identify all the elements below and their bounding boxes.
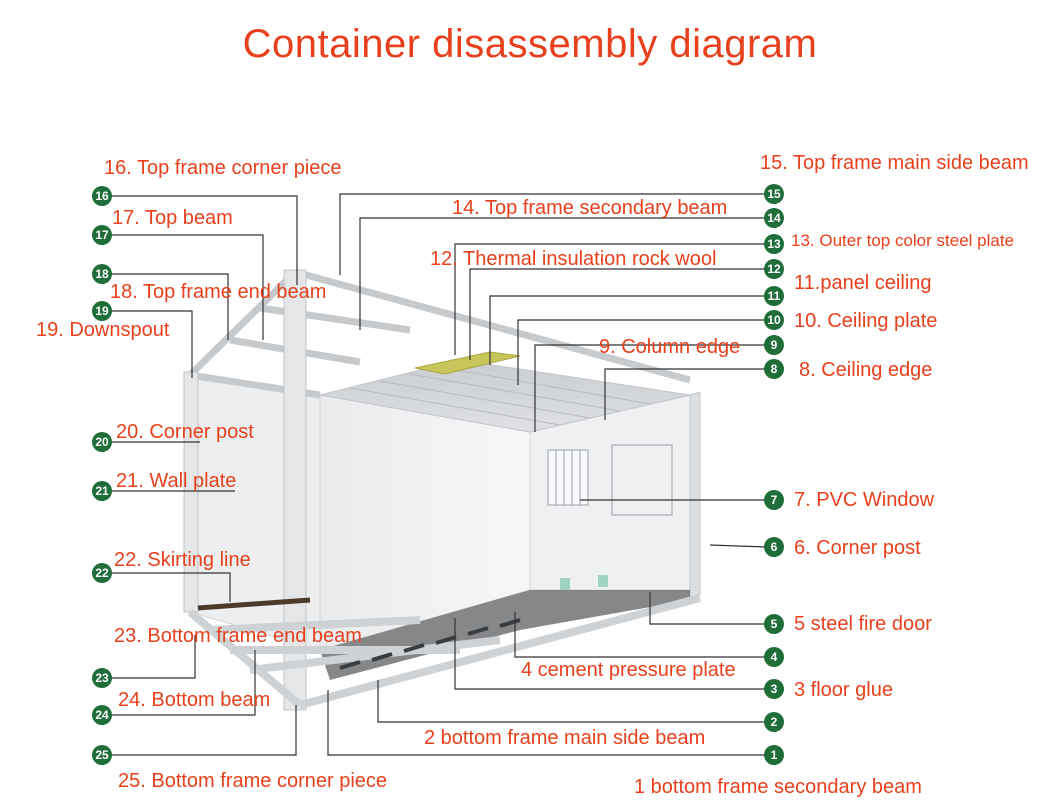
badge-4: 4 xyxy=(764,647,784,667)
label-top-frame-end-beam: 18. Top frame end beam xyxy=(110,281,327,303)
label-pvc-window: 7. PVC Window xyxy=(794,489,935,511)
right-side-panel xyxy=(689,391,701,599)
rock-wool xyxy=(414,351,521,375)
badge-20: 20 xyxy=(92,432,112,452)
badge-2: 2 xyxy=(764,712,784,732)
badge-14: 14 xyxy=(764,208,784,228)
label-top-frame-secondary-beam: 14. Top frame secondary beam xyxy=(452,197,728,219)
label-skirting-line: 22. Skirting line xyxy=(114,549,251,571)
label-ceiling-plate: 10. Ceiling plate xyxy=(794,310,938,332)
badge-3: 3 xyxy=(764,679,784,699)
label-bottom-beam: 24. Bottom beam xyxy=(118,689,271,711)
badge-21: 21 xyxy=(92,481,112,501)
badge-17: 17 xyxy=(92,225,112,245)
badge-7: 7 xyxy=(764,490,784,510)
badge-1: 1 xyxy=(764,745,784,765)
label-top-frame-main-side-beam: 15. Top frame main side beam xyxy=(760,152,1029,174)
label-corner-post-right: 6. Corner post xyxy=(794,537,921,559)
badge-10: 10 xyxy=(764,310,784,330)
label-top-beam: 17. Top beam xyxy=(112,207,233,229)
badge-6: 6 xyxy=(764,537,784,557)
badge-11: 11 xyxy=(764,286,784,306)
ceiling-ribs xyxy=(349,366,651,426)
floor-glue xyxy=(320,590,690,680)
label-bottom-frame-end-beam: 23. Bottom frame end beam xyxy=(114,625,362,647)
badge-16: 16 xyxy=(92,186,112,206)
badge-18: 18 xyxy=(92,264,112,284)
diagram-title: Container disassembly diagram xyxy=(242,22,818,66)
label-floor-glue: 3 floor glue xyxy=(794,679,893,701)
label-ceiling-edge: 8. Ceiling edge xyxy=(799,359,933,381)
skirting-line xyxy=(197,597,311,611)
badge-5: 5 xyxy=(764,614,784,634)
badge-19: 19 xyxy=(92,301,112,321)
badge-22: 22 xyxy=(92,563,112,583)
badge-9: 9 xyxy=(764,335,784,355)
label-bottom-frame-main-side-beam: 2 bottom frame main side beam xyxy=(424,727,706,749)
badge-15: 15 xyxy=(764,184,784,204)
door-marker xyxy=(598,575,608,587)
bottom-frame xyxy=(187,594,702,709)
label-steel-fire-door: 5 steel fire door xyxy=(794,613,932,635)
label-bottom-frame-secondary-beam: 1 bottom frame secondary beam xyxy=(634,776,922,798)
floor-joists xyxy=(339,618,521,670)
door-marker xyxy=(560,578,570,590)
badge-12: 12 xyxy=(764,259,784,279)
label-panel-ceiling: 11.panel ceiling xyxy=(794,272,932,294)
badge-23: 23 xyxy=(92,668,112,688)
badge-8: 8 xyxy=(764,359,784,379)
badge-13: 13 xyxy=(764,234,784,254)
badge-25: 25 xyxy=(92,745,112,765)
label-outer-top-color-steel-plate: 13. Outer top color steel plate xyxy=(791,231,1015,250)
badge-24: 24 xyxy=(92,705,112,725)
label-thermal-insulation-rock-wool: 12. Thermal insulation rock wool xyxy=(430,248,717,270)
leader-lines xyxy=(110,193,767,756)
label-top-frame-corner-piece: 16. Top frame corner piece xyxy=(104,157,342,179)
label-bottom-frame-corner-piece: 25. Bottom frame corner piece xyxy=(118,770,388,792)
label-cement-pressure-plate: 4 cement pressure plate xyxy=(521,659,736,681)
label-downspout: 19. Downspout xyxy=(36,319,170,341)
label-column-edge: 9. Column edge xyxy=(599,336,741,358)
label-corner-post-left: 20. Corner post xyxy=(116,421,254,443)
pvc-window xyxy=(547,444,673,516)
label-wall-plate: 21. Wall plate xyxy=(116,470,237,492)
